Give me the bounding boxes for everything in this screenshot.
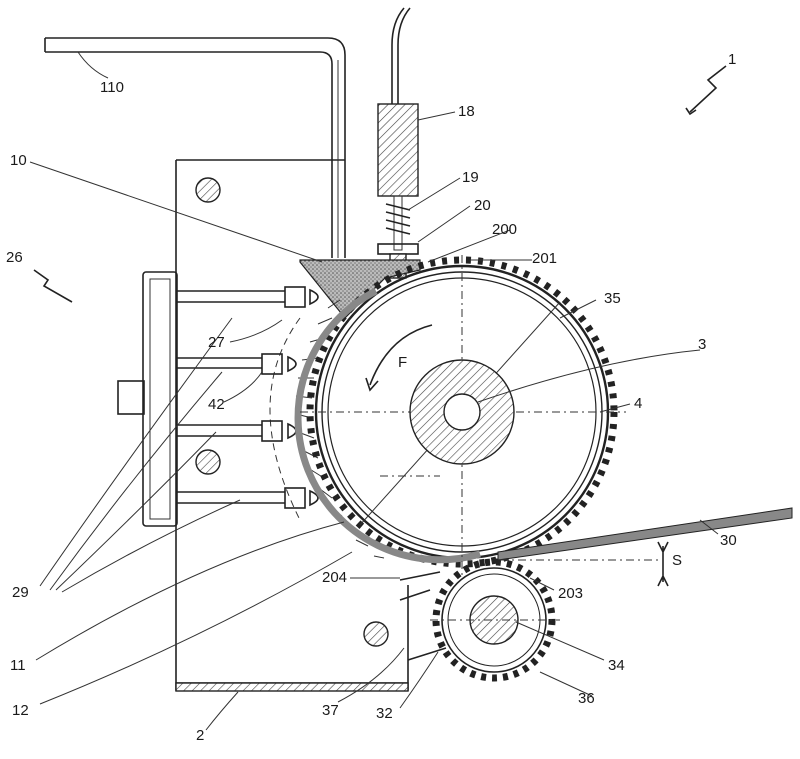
spring (386, 204, 410, 234)
ref-34: 34 (608, 657, 625, 674)
ref-36: 36 (578, 690, 595, 707)
valve-body (378, 244, 418, 254)
frame-base-strip (176, 683, 408, 691)
ref-18: 18 (458, 103, 475, 120)
frame-hole-mid (196, 450, 220, 474)
ref-204: 204 (322, 569, 347, 586)
supply-tube-inner (45, 52, 332, 258)
ref-42: 42 (208, 396, 225, 413)
ref-110: 110 (100, 79, 124, 96)
ref-20: 20 (474, 197, 491, 214)
cable (398, 8, 410, 104)
ref-3: 3 (698, 336, 706, 353)
frame-hole-bottom (364, 622, 388, 646)
gap-arrow (658, 542, 668, 586)
ref-30: 30 (720, 532, 737, 549)
ref-26: 26 (6, 249, 23, 266)
ref-1-arrow (690, 66, 726, 112)
ref-1: 1 (728, 51, 736, 68)
supply-tube (45, 38, 345, 258)
ref-19: 19 (462, 169, 479, 186)
roller-hub (470, 596, 518, 644)
ref-201: 201 (532, 250, 557, 267)
ref-203: 203 (558, 585, 583, 602)
ref-S: S (672, 552, 682, 569)
ref-26-arrow (34, 270, 72, 302)
ref-F: F (398, 354, 407, 371)
ref-12: 12 (12, 702, 29, 719)
drum-shaft (444, 394, 480, 430)
ref-35: 35 (604, 290, 621, 307)
ref-29: 29 (12, 584, 29, 601)
ref-200: 200 (492, 221, 517, 238)
ref-11: 11 (10, 657, 26, 674)
housing-stub (118, 381, 144, 414)
side-housing-inner (150, 279, 170, 519)
ref-27: 27 (208, 334, 225, 351)
ref-2: 2 (196, 727, 204, 744)
ref-37: 37 (322, 702, 339, 719)
actuator (378, 104, 418, 196)
side-housing (143, 272, 177, 526)
ref-4: 4 (634, 395, 642, 412)
ref-32: 32 (376, 705, 393, 722)
frame-hole-top (196, 178, 220, 202)
ref-10: 10 (10, 152, 27, 169)
